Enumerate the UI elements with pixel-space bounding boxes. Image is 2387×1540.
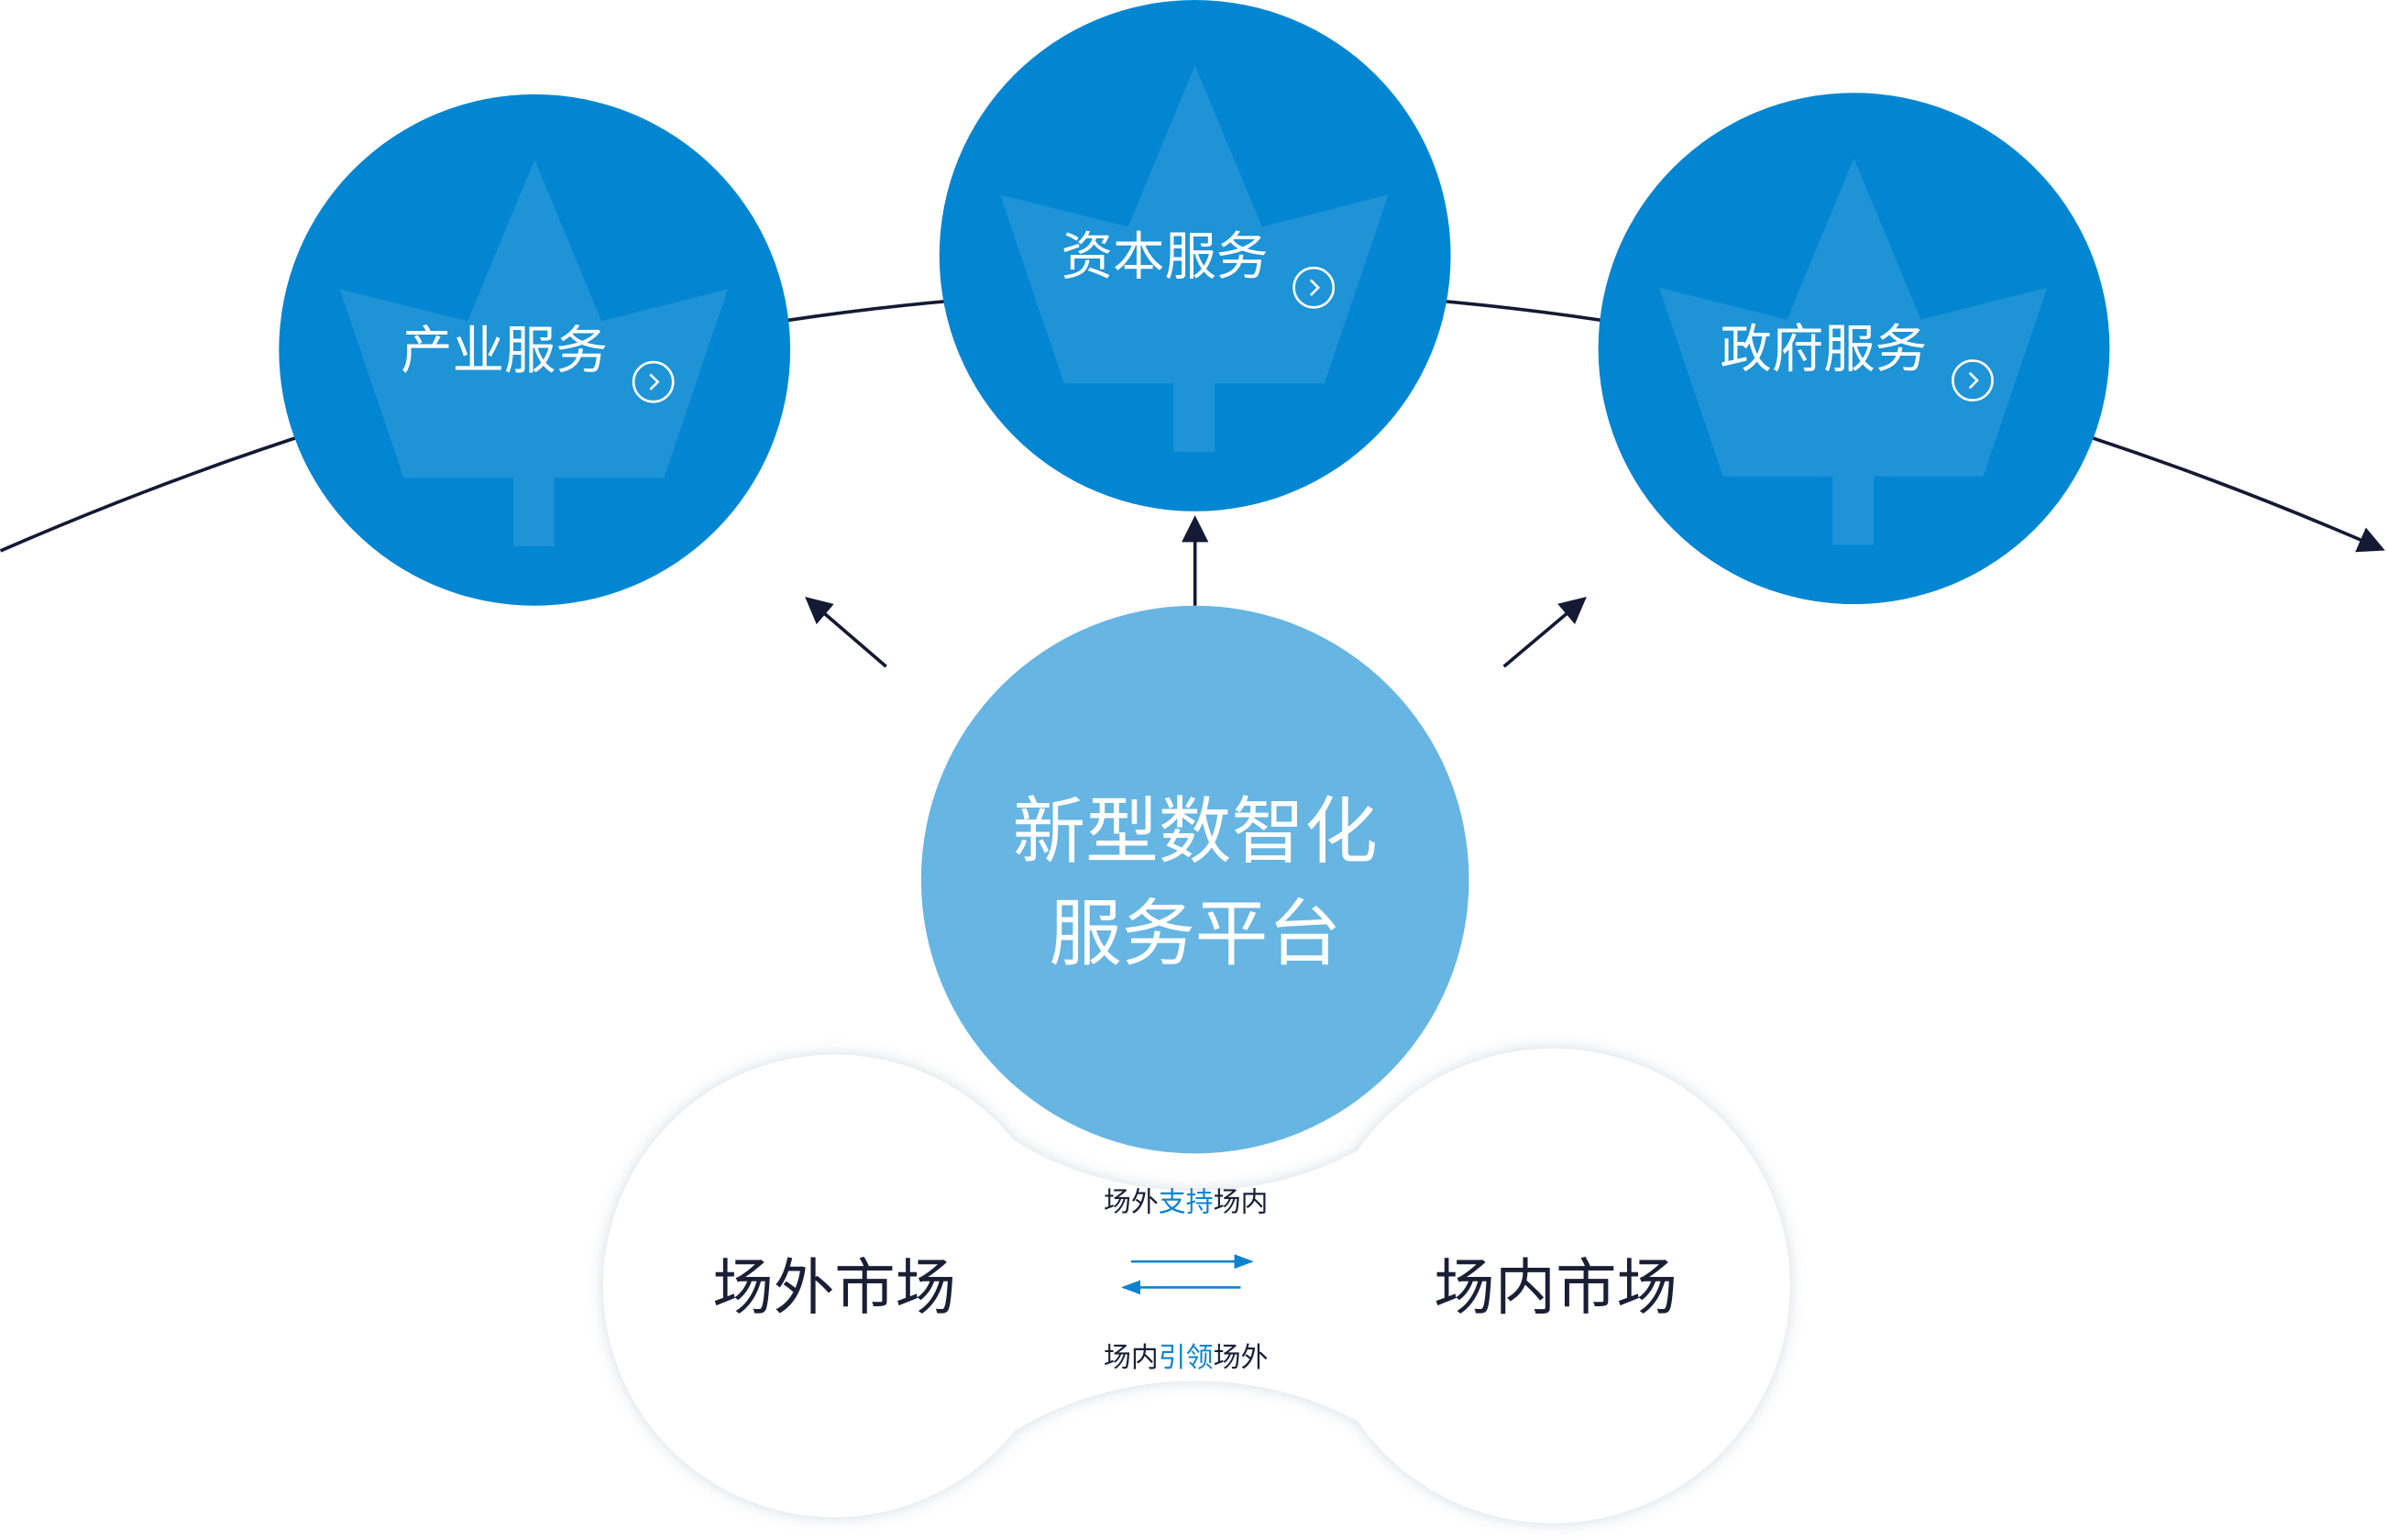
chevron-right-circle-icon[interactable] [632, 360, 675, 403]
service-label: 资本服务 [1062, 227, 1269, 287]
chevron-right-circle-icon[interactable] [1292, 266, 1336, 309]
service-label: 产业服务 [401, 322, 608, 381]
market-exchange: 场内市场 [1434, 1252, 1678, 1324]
service-government[interactable]: 政府服务 [1598, 93, 2110, 605]
service-capital[interactable]: 资本服务 [939, 0, 1451, 512]
arrow-to-government [1502, 597, 1587, 668]
service-label: 政府服务 [1720, 320, 1927, 380]
chevron-right-circle-icon[interactable] [1952, 359, 1994, 402]
platform-title-line2: 服务平台 [1049, 891, 1341, 976]
arrow-to-industry [805, 596, 887, 668]
service-industry[interactable]: 产业服务 [279, 94, 791, 606]
exchange-leads-otc-label: 场内引领场外 [1104, 1342, 1268, 1374]
otc-supports-exchange-label: 场外支持场内 [1104, 1186, 1268, 1218]
markets-blob [602, 1048, 1790, 1524]
platform-circle: 新型数智化 服务平台 [920, 605, 1469, 1154]
platform-title-line1: 新型数智化 [1012, 789, 1377, 874]
market-otc: 场外市场 [712, 1252, 956, 1324]
